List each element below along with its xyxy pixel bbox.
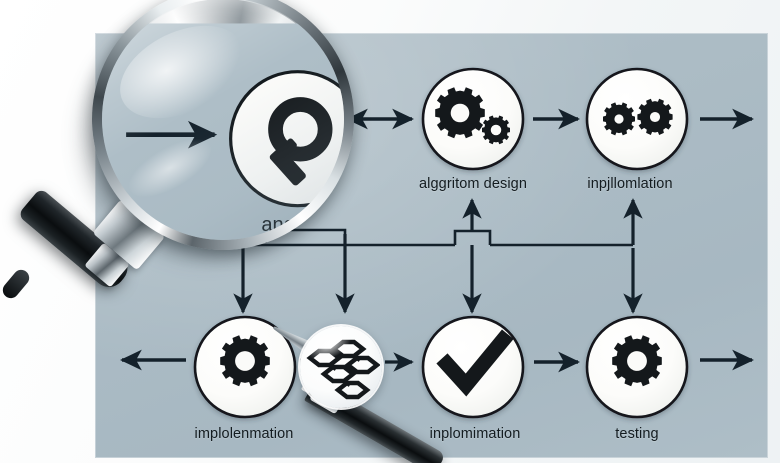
node-algorithm-design[interactable] xyxy=(421,67,525,171)
magnifying-glass-large: analysis xyxy=(0,0,378,312)
magnified-label-analysis: analysis xyxy=(261,214,334,236)
node-testing[interactable] xyxy=(585,315,689,419)
node-label-algorithm: alggritom design xyxy=(419,176,527,192)
node-implolenmation[interactable] xyxy=(193,315,297,419)
node-implementation-top[interactable] xyxy=(585,67,689,171)
node-label-implolenmation: implolenmation xyxy=(194,426,294,442)
magnifying-glass-small xyxy=(250,300,500,463)
magnifier-lens: analysis xyxy=(102,0,344,240)
node-label-verification: inplomimation xyxy=(429,426,521,442)
gear-icon xyxy=(612,335,662,387)
dual-gears-icon xyxy=(603,98,673,136)
node-label-implementation: inpjllomlation xyxy=(587,176,673,192)
magnified-content: analysis xyxy=(102,0,344,240)
checkmark-icon xyxy=(436,329,514,397)
gear-icon xyxy=(220,335,270,387)
node-label-testing: testing xyxy=(615,426,659,442)
two-gears-icon xyxy=(435,87,510,145)
small-lens-glass xyxy=(300,326,382,408)
node-verification[interactable] xyxy=(421,315,525,419)
